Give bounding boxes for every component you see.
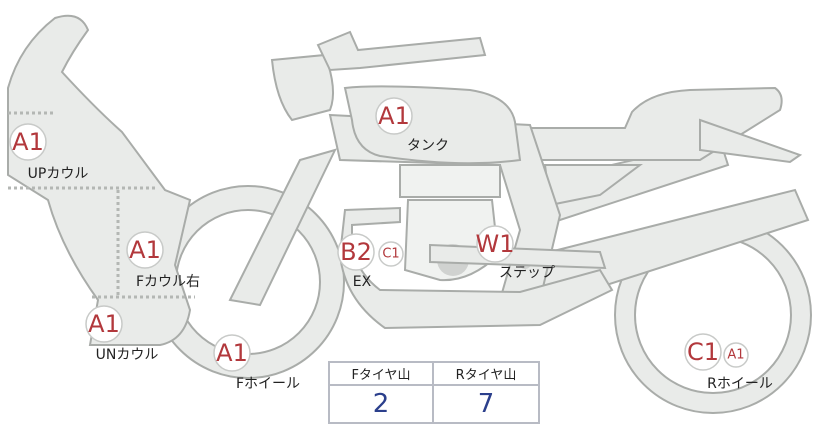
rear-tread-header: Rタイヤ山	[434, 363, 538, 386]
step-bar-shape	[429, 243, 607, 270]
step-badge	[476, 225, 514, 263]
up-cowl-label: UPカウル	[28, 166, 89, 182]
tire-tread-table: Fタイヤ山 Rタイヤ山 2 7	[328, 361, 540, 424]
ex-sub-grade: C1	[382, 247, 399, 262]
front-tread-header: Fタイヤ山	[330, 363, 434, 386]
r-wheel-sub-badge	[723, 342, 749, 368]
f-cowl-right-label: Fカウル右	[136, 274, 200, 290]
f-wheel-label: Fホイール	[236, 376, 300, 392]
f-wheel-grade: A1	[216, 339, 248, 367]
handlebar-shape	[316, 30, 487, 72]
front-fork-shape	[228, 148, 337, 307]
ex-badge	[337, 233, 375, 271]
ex-grade: B2	[340, 238, 372, 266]
step-annotation: W1 ステップ	[476, 225, 555, 281]
fairing-section-lines	[8, 111, 195, 299]
tank-badge	[375, 97, 413, 135]
step-label: ステップ	[499, 265, 555, 281]
un-cowl-grade: A1	[88, 310, 120, 338]
un-cowl-label: UNカウル	[96, 347, 159, 363]
tank-annotation: A1 タンク	[375, 97, 449, 154]
rear-tread-value: 7	[477, 389, 495, 419]
up-cowl-grade: A1	[12, 128, 44, 156]
tank-grade: A1	[378, 102, 410, 130]
f-cowl-right-badge	[126, 231, 164, 269]
r-wheel-sub-grade: A1	[727, 348, 744, 363]
f-wheel-badge	[213, 334, 251, 372]
tail-shape	[699, 118, 803, 164]
ex-sub-badge	[378, 241, 404, 267]
un-cowl-badge	[85, 305, 123, 343]
r-wheel-label: Rホイール	[707, 376, 773, 392]
ex-label: EX	[353, 274, 372, 290]
tank-label: タンク	[407, 138, 449, 154]
headlight-shape	[270, 53, 335, 122]
front-tread-value: 2	[330, 386, 434, 422]
r-wheel-grade: C1	[687, 338, 719, 366]
step-grade: W1	[476, 230, 515, 258]
f-cowl-right-grade: A1	[129, 236, 161, 264]
up-cowl-badge	[9, 123, 47, 161]
r-wheel-badge	[684, 333, 722, 371]
